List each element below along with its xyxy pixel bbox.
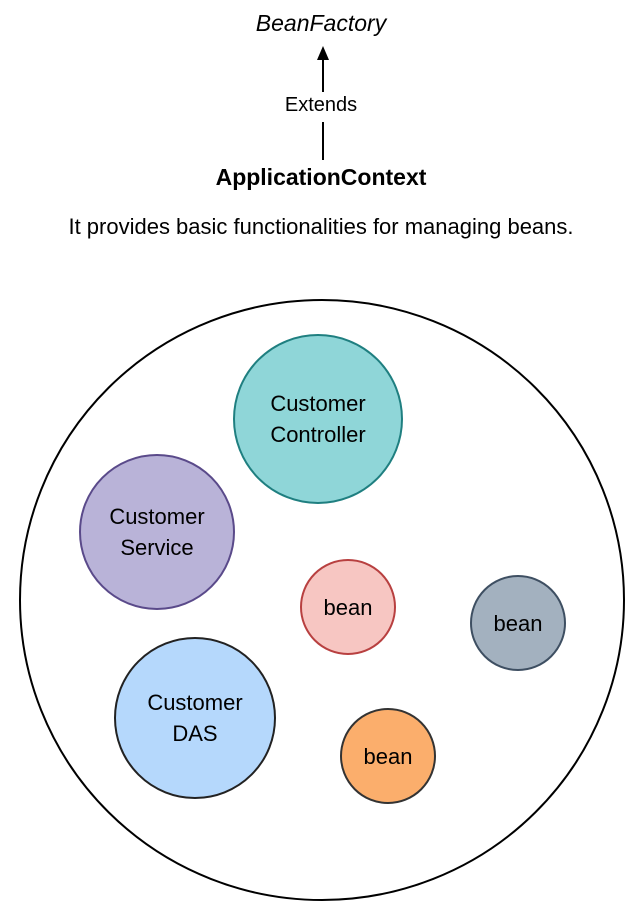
customer-service-label: Customer Service: [109, 504, 205, 560]
bean-orange: bean: [340, 708, 436, 804]
bean-pink: bean: [300, 559, 396, 655]
bean-orange-label: bean: [363, 743, 413, 769]
extends-arrowhead: [317, 46, 329, 60]
customer-controller-label: Customer Controller: [270, 391, 366, 447]
customer-controller-bean: Customer Controller: [233, 334, 403, 504]
bean-slate-label: bean: [493, 610, 543, 636]
bean-pink-label: bean: [323, 594, 373, 620]
description-text: It provides basic functionalities for ma…: [68, 214, 574, 239]
customer-das-bean: Customer DAS: [114, 637, 276, 799]
customer-service-bean: Customer Service: [79, 454, 235, 610]
customer-das-label: Customer DAS: [147, 690, 243, 746]
bean-slate: bean: [470, 575, 566, 671]
application-context-label: ApplicationContext: [215, 164, 427, 190]
extends-label: Extends: [284, 94, 358, 116]
bean-factory-label: BeanFactory: [255, 10, 387, 36]
